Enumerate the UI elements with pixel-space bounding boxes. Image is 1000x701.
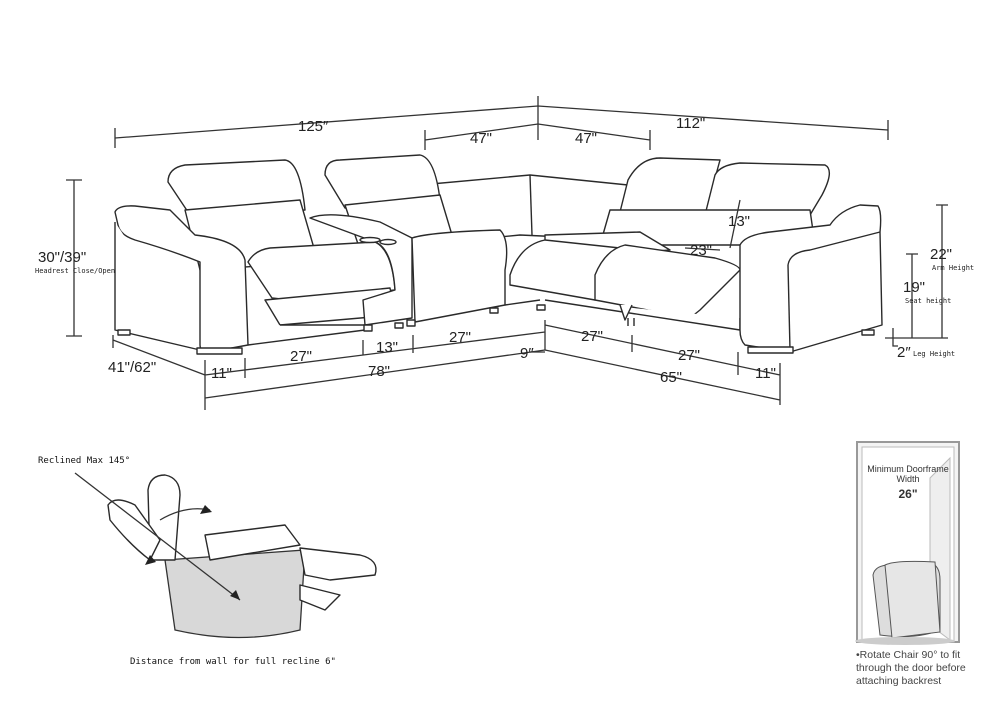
recliner-illustration [74, 472, 377, 639]
dim-overall-height-note: Headrest Close/Open [35, 267, 115, 275]
dim-arm-height: 22" [930, 246, 952, 263]
bottom-dimension-lines [112, 320, 781, 410]
height-dimension-lines [66, 179, 948, 347]
dim-seat-height-label: Seat height [905, 297, 951, 305]
dim-112: 112" [676, 115, 705, 132]
dim-console: 13" [376, 339, 398, 356]
doorframe-note-1: •Rotate Chair 90° to fit [856, 649, 960, 661]
dim-47-right: 47" [575, 130, 597, 147]
dim-leg-height: 2″ [897, 344, 911, 361]
dim-left-corner-seat: 27" [449, 329, 471, 346]
sofa-illustration [114, 154, 883, 355]
doorframe-illustration [855, 441, 960, 645]
doorframe-width: 26" [898, 487, 917, 501]
doorframe-note-3: attaching backrest [856, 675, 941, 687]
top-dimension-lines [114, 96, 889, 150]
dim-depth: 41"/62" [108, 359, 156, 376]
dim-right-seat-1: 27" [581, 328, 603, 345]
doorframe-title-2: Width [896, 474, 919, 484]
dim-left-section: 78" [368, 363, 390, 380]
dim-seat-height: 19" [903, 279, 925, 296]
dim-125: 125″ [298, 118, 329, 135]
doorframe-note-2: through the door before [856, 662, 966, 674]
dim-right-seat-2: 27" [678, 347, 700, 364]
doorframe-title-1: Minimum Doorframe [867, 464, 949, 474]
dim-headrest: 13" [728, 213, 750, 230]
dim-leg-height-label: Leg Height [913, 350, 955, 358]
dim-arm-height-label: Arm Height [932, 264, 974, 272]
wall-distance-label: Distance from wall for full recline 6" [130, 657, 336, 667]
dim-seat-depth: 23" [690, 242, 712, 259]
dim-47-left: 47" [470, 130, 492, 147]
dim-left-arm: 11" [211, 365, 232, 382]
dim-right-section: 65" [660, 369, 682, 386]
dim-overall-height: 30"/39" [38, 249, 86, 266]
dim-left-seat: 27" [290, 348, 312, 365]
dim-corner-gap: 9″ [520, 345, 534, 362]
dim-right-arm: 11" [755, 365, 776, 382]
recline-angle-label: Reclined Max 145° [38, 456, 130, 466]
